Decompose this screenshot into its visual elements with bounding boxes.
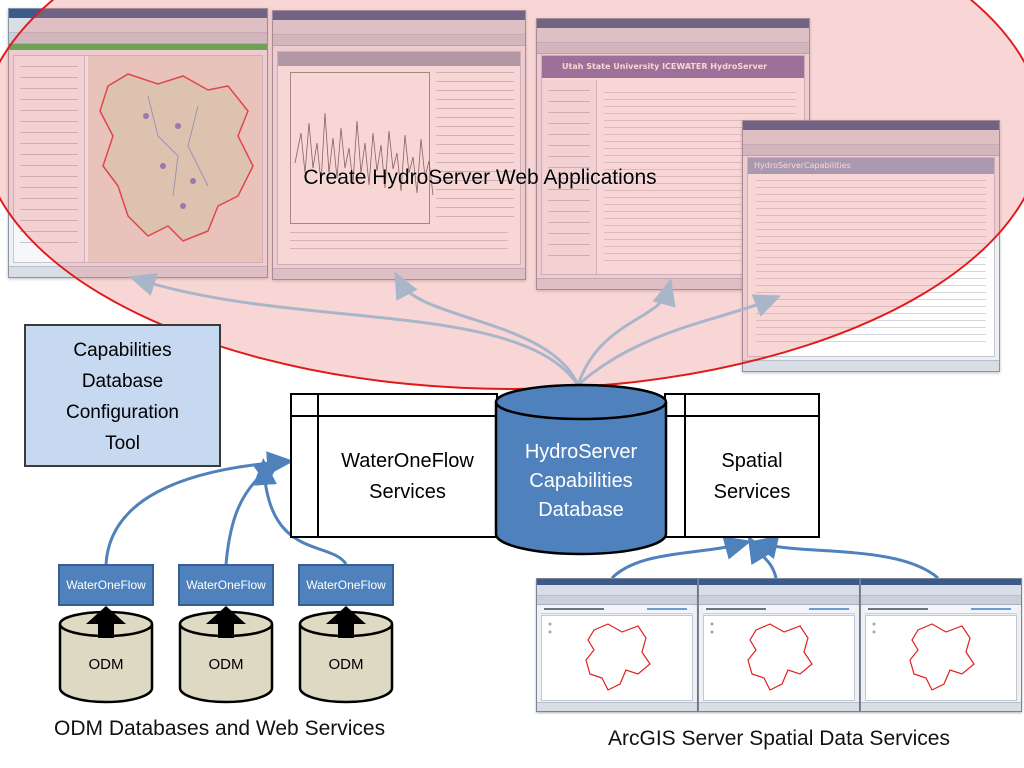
database-to-apps-arrows: [128, 271, 782, 387]
black-up-arrow-icon: [86, 606, 126, 638]
wateroneflow-services-line-1: WaterOneFlow: [341, 449, 474, 472]
db-label-line-1: HydroServer: [524, 441, 638, 463]
watershed-outline: [548, 622, 651, 691]
config-tool-line-3: Configuration: [65, 401, 180, 423]
odm-db-label-3: ODM: [328, 656, 364, 673]
config-tool-line-2: Database: [81, 370, 164, 392]
arrow-wof-3: [253, 458, 348, 565]
web-applications-title: Create HydroServer Web Applications: [303, 166, 657, 189]
odm-cylinder-2: [178, 610, 274, 704]
db-label-line-2: Capabilities: [529, 470, 633, 492]
odm-databases-group: [58, 606, 394, 704]
capabilities-config-tool-box: Capabilities Database Configuration Tool: [24, 324, 221, 467]
arcgis-screenshot-2: [698, 578, 860, 712]
spatial-services-box: Spatial Services: [664, 393, 820, 538]
arcgis-to-spatial-arrows: [610, 535, 939, 580]
arcgis-caption: ArcGIS Server Spatial Data Services: [608, 727, 950, 750]
arrow-arcgis-1: [610, 536, 752, 580]
wateroneflow-services-box: WaterOneFlow Services: [290, 393, 498, 538]
arcgis-screenshot-1: [536, 578, 698, 712]
arrow-wof-1: [104, 451, 294, 565]
config-tool-line-1: Capabilities: [73, 339, 172, 361]
arcgis-screenshot-3: [860, 578, 1022, 712]
db-label-line-3: Database: [538, 499, 624, 521]
arrow-to-map-app: [128, 273, 580, 386]
wateroneflow-box-2: WaterOneFlow: [178, 564, 274, 606]
wateroneflow-services-line-2: Services: [369, 480, 446, 503]
watershed-outline: [710, 622, 813, 691]
capabilities-database-label: HydroServer Capabilities Database: [496, 438, 666, 525]
spatial-services-line-2: Services: [713, 480, 791, 503]
arrow-to-plot-app: [394, 271, 580, 386]
wateroneflow-box-3: WaterOneFlow: [298, 564, 394, 606]
odm-caption: ODM Databases and Web Services: [54, 717, 386, 740]
arrow-to-website-app: [576, 278, 676, 386]
wateroneflow-box-1: WaterOneFlow: [58, 564, 154, 606]
odm-db-label-2: ODM: [208, 656, 244, 673]
black-up-arrow-icon: [326, 606, 366, 638]
odm-db-label-1: ODM: [88, 656, 124, 673]
arrow-arcgis-3: [750, 535, 939, 580]
database-cylinder-icon: [494, 383, 668, 556]
watershed-outline: [872, 622, 975, 691]
spatial-services-line-1: Spatial: [721, 449, 783, 472]
config-tool-line-4: Tool: [105, 432, 140, 454]
arrow-to-capabilities-app: [577, 294, 782, 387]
odm-to-wof-arrows: [104, 451, 348, 565]
black-up-arrow-icon: [206, 606, 246, 638]
arrow-arcgis-2: [747, 535, 778, 579]
